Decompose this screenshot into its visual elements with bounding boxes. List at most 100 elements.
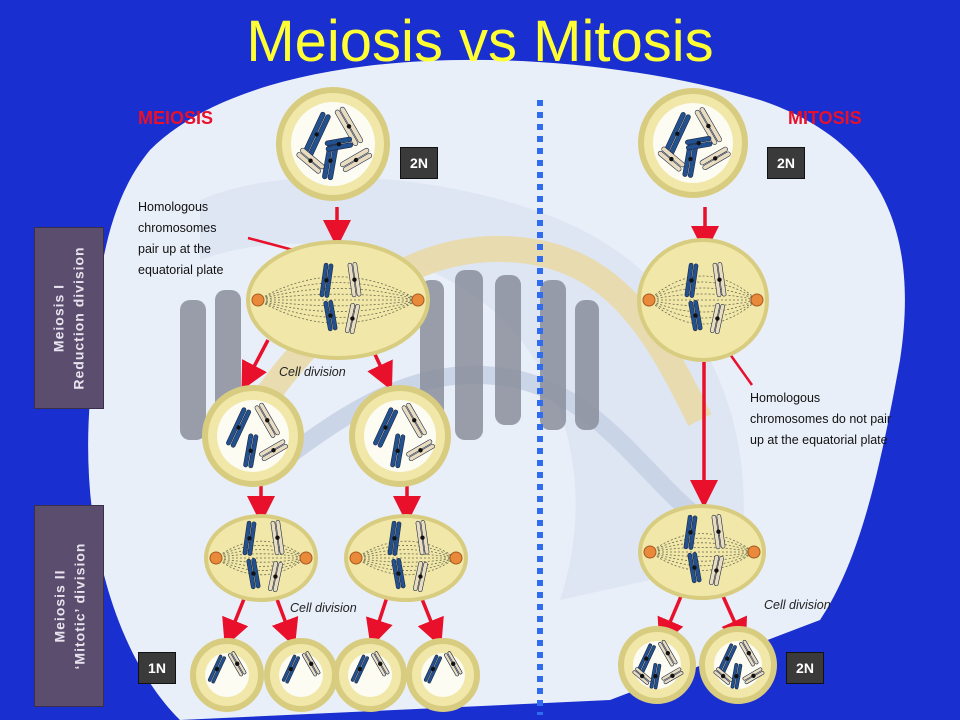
centromere xyxy=(412,418,417,423)
spindle-fiber xyxy=(257,299,419,324)
spindle-fiber xyxy=(257,276,419,301)
centromere xyxy=(430,666,436,672)
cells xyxy=(190,87,777,712)
spindle-fiber xyxy=(648,299,758,319)
label-cell-division-2: Cell division xyxy=(290,601,357,615)
cell-meiosis-gamete-4 xyxy=(406,638,480,712)
centromere xyxy=(451,661,456,667)
centromere xyxy=(720,673,726,679)
centromere xyxy=(396,571,401,576)
spindle-fiber xyxy=(215,553,307,559)
spindle-fiber xyxy=(648,293,758,301)
slide-title: Meiosis vs Mitosis xyxy=(246,9,714,74)
centromere xyxy=(247,536,252,541)
centromere xyxy=(235,661,240,667)
chromosome-arm xyxy=(716,514,726,549)
spindle-fiber xyxy=(355,557,457,576)
spindle-fiber xyxy=(215,557,307,563)
centrosome xyxy=(299,551,313,565)
spindle-fiber xyxy=(649,551,755,562)
note-homologous-pair: Homologous chromosomes pair up at the eq… xyxy=(138,200,224,277)
centromere xyxy=(265,418,270,423)
arrow-meiosis-final-1 xyxy=(222,593,249,647)
arrow-meiosis-final-2 xyxy=(271,593,299,648)
side-label-meiosis-2: Meiosis II ‘Mitotic’ division xyxy=(34,505,104,707)
centromere xyxy=(714,568,719,573)
spindle-fiber xyxy=(648,281,758,301)
centromere xyxy=(734,673,739,679)
badge-mitosis-bottom-2n: 2N xyxy=(786,652,824,684)
cell-mitosis-daughter-left xyxy=(618,626,696,704)
centromere xyxy=(350,316,355,321)
centromere xyxy=(383,425,388,430)
mitosis-heading: MITOSIS xyxy=(788,108,862,128)
centrosome xyxy=(411,293,425,307)
chromosome-arm xyxy=(377,409,399,448)
centromere xyxy=(693,313,698,318)
arrow-meiosis-final-4 xyxy=(417,593,444,647)
arrow-mitosis-final-left xyxy=(657,593,684,647)
meiosis-heading: MEIOSIS xyxy=(138,108,214,128)
chromosome-arm xyxy=(349,304,360,335)
cell-mitosis-parent xyxy=(638,88,748,198)
centromere xyxy=(653,673,658,679)
centromere xyxy=(346,124,352,129)
centromere xyxy=(357,666,363,672)
spindle-fiber xyxy=(355,540,457,559)
cell-meiosis-gamete-2 xyxy=(264,638,338,712)
centromere xyxy=(706,123,711,129)
spindle-fiber xyxy=(649,547,755,553)
centromere xyxy=(314,132,319,137)
centromere xyxy=(336,141,342,147)
centromere xyxy=(689,278,694,283)
centromere xyxy=(712,156,718,161)
cell-mitosis-metaphase xyxy=(637,238,769,362)
cell-meiosis-daughter-left xyxy=(202,385,304,487)
centromere xyxy=(273,574,278,579)
spindle-fiber xyxy=(215,540,307,559)
chromosome-arm xyxy=(692,552,702,583)
spindle-fiber xyxy=(649,533,755,553)
spindle-fiber xyxy=(649,542,755,553)
centromere xyxy=(248,448,253,454)
centromere xyxy=(309,661,314,667)
centromere xyxy=(751,673,756,678)
spindle-fiber xyxy=(215,557,307,576)
spindle-fiber xyxy=(649,551,755,567)
centromere xyxy=(418,574,423,579)
centromere xyxy=(644,656,649,661)
spindle-fiber xyxy=(649,537,755,553)
cell-meiosis-gamete-1 xyxy=(190,638,264,712)
centromere xyxy=(688,530,693,535)
centromere xyxy=(418,448,423,453)
spindle-fiber xyxy=(355,557,457,571)
centrosome xyxy=(209,551,223,565)
centromere xyxy=(275,535,280,540)
centrosome xyxy=(449,551,463,565)
spindle-fiber xyxy=(257,282,419,301)
centrosome xyxy=(349,551,363,565)
centromere xyxy=(688,156,693,162)
centromere xyxy=(675,131,680,136)
badge-meiosis-2n: 2N xyxy=(400,147,438,179)
spindle-fiber xyxy=(355,553,457,559)
centromere xyxy=(639,673,645,679)
spindle-fiber xyxy=(215,545,307,559)
cell-meiosis-metaphase-1 xyxy=(246,240,430,360)
spindle-fiber xyxy=(257,288,419,301)
centromere xyxy=(692,565,697,570)
centromere xyxy=(717,277,722,282)
label-cell-division-1: Cell division xyxy=(279,365,346,379)
centromere xyxy=(271,448,276,453)
label-cell-division-3: Cell division xyxy=(764,598,831,612)
centromere xyxy=(324,278,329,283)
chromosome-arm xyxy=(689,263,699,298)
chromosome-arm xyxy=(714,304,725,335)
centromere xyxy=(214,666,220,672)
centromere xyxy=(353,157,359,163)
cell-mitosis-daughter-right xyxy=(699,626,777,704)
centromere xyxy=(716,529,721,534)
centromere xyxy=(670,673,675,678)
